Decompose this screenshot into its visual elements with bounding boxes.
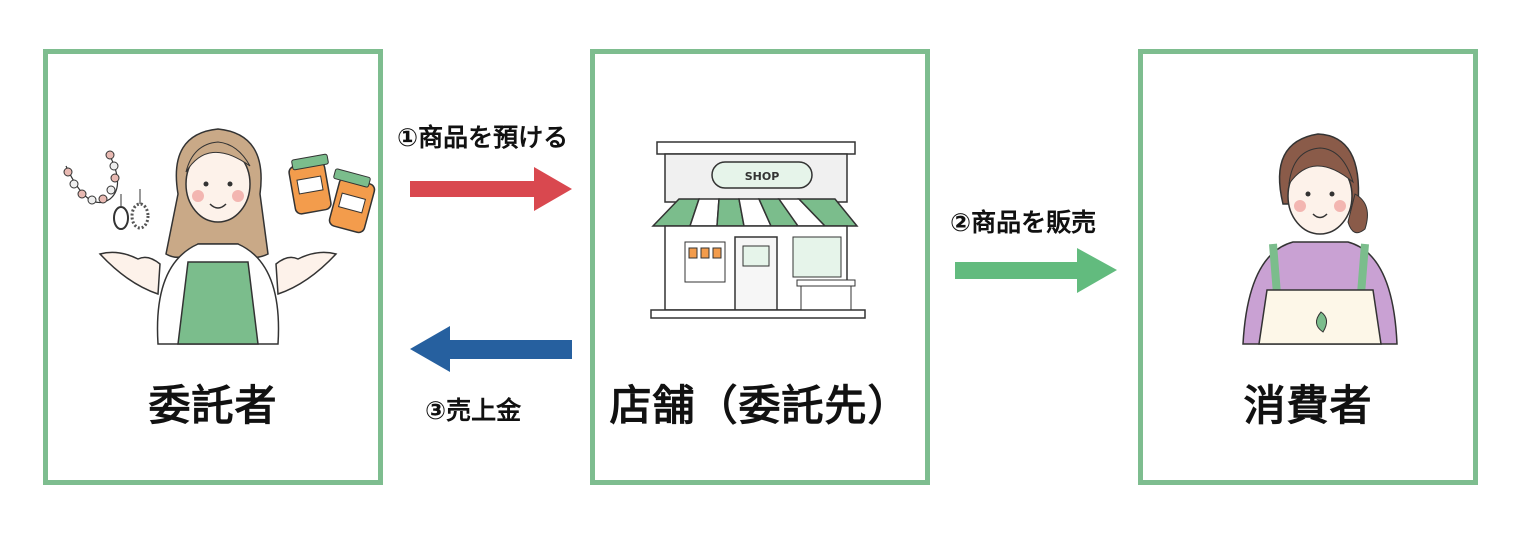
step2-arrow — [955, 248, 1117, 293]
store-title: 店舗（委託先） — [609, 381, 911, 430]
consignor-panel: 委託者 — [43, 49, 383, 485]
jam-jar-icon — [288, 153, 332, 215]
consignor-woman-illustration — [63, 128, 376, 345]
jam-jar-icon — [328, 168, 376, 234]
awning — [651, 198, 859, 227]
shop-sign-text: SHOP — [745, 170, 780, 183]
leaf-icon — [1316, 311, 1327, 333]
earrings-icon — [113, 189, 150, 230]
shop-sign — [711, 161, 813, 189]
consumer-title: 消費者 — [1243, 381, 1373, 430]
consignor-title: 委託者 — [148, 381, 278, 430]
step3-arrow — [410, 326, 572, 372]
shop-building-illustration: SHOP — [650, 141, 866, 319]
store-panel: SHOP 店舗（委託先） — [590, 49, 930, 485]
step3-label: ③売上金 — [425, 396, 522, 425]
step1-arrow — [410, 167, 572, 211]
consumer-panel: 消費者 — [1138, 49, 1478, 485]
step1-label: ①商品を預ける — [397, 123, 569, 152]
necklace-icon — [63, 150, 120, 205]
consumer-woman-illustration — [1242, 133, 1398, 345]
step2-label: ②商品を販売 — [950, 208, 1097, 237]
